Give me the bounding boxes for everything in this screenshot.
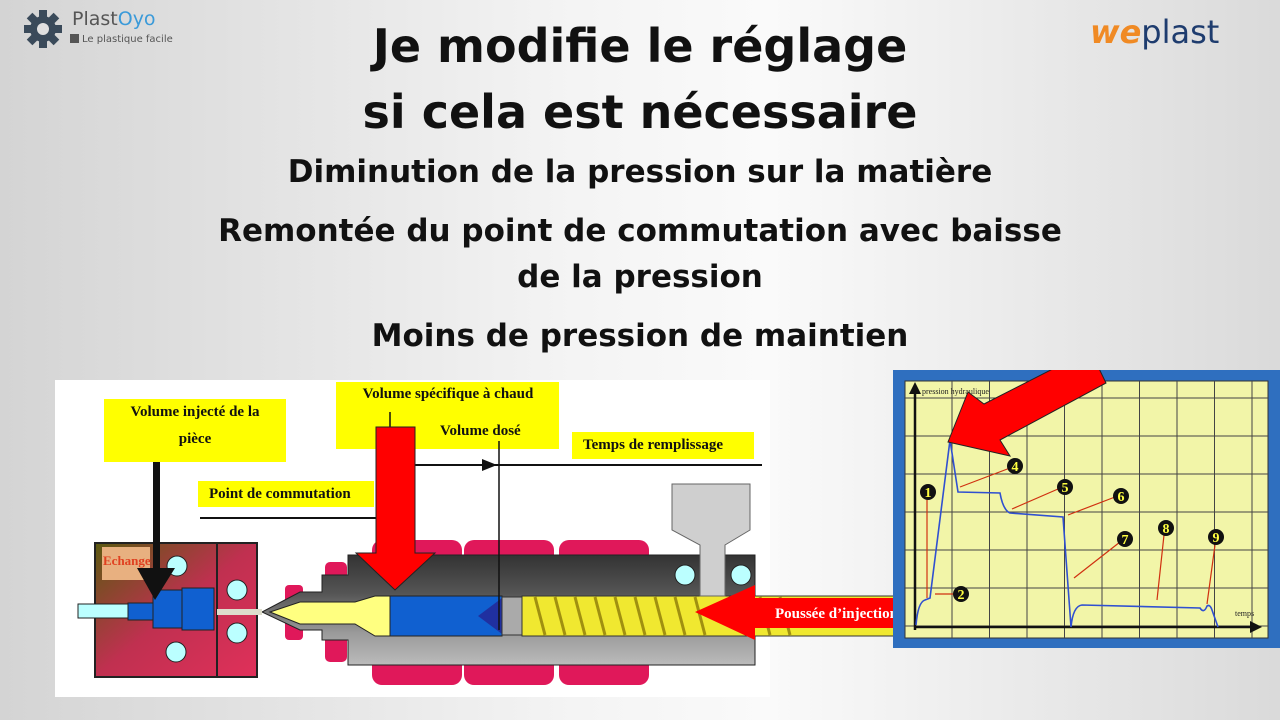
pressure-graph: pression hydraulique temps 1 2 4 5 6 7 8 9 (893, 370, 1280, 648)
bolt (165, 641, 187, 663)
mold-runner (127, 602, 154, 621)
bullet-2-cont: de la pression (517, 259, 763, 295)
bolt (674, 564, 696, 586)
black-arrow-shaft (153, 462, 160, 572)
logo-we: we (1090, 13, 1142, 51)
ejector (77, 603, 129, 619)
y-axis-label: pression hydraulique (922, 387, 989, 396)
logo-name-part1: Plast (72, 8, 118, 30)
marker-2: 2 (958, 588, 965, 603)
sprue (217, 609, 262, 615)
marker-1: 1 (925, 486, 932, 501)
check-ring-tip (478, 598, 502, 634)
bullet-2: Remontée du point de commutation avec ba… (218, 213, 1062, 249)
marker-5-badge (1057, 479, 1073, 495)
gear-icon (24, 10, 62, 48)
volume-specifique-label: Volume spécifique à chaud (363, 386, 534, 402)
marker-7: 7 (1122, 533, 1129, 548)
marker-8: 8 (1163, 522, 1170, 537)
marker-1-badge (920, 484, 936, 500)
marker-9-badge (1208, 529, 1224, 545)
marker-8-badge (1158, 520, 1174, 536)
check-ring (501, 596, 523, 636)
marker-9: 9 (1213, 531, 1220, 546)
logo-tagline: Le plastique facile (82, 34, 173, 45)
marker-2-badge (953, 586, 969, 602)
volume-injecte-label-2: pièce (179, 431, 212, 447)
temps-remplissage-label: Temps de remplissage (583, 437, 723, 453)
red-pointer-arrow (947, 370, 1107, 457)
marker-7-badge (1117, 531, 1133, 547)
point-commutation-label: Point de commutation (209, 486, 351, 502)
slide-title-line1: Je modifie le réglage (372, 19, 908, 73)
weplast-logo: weplast (1090, 12, 1219, 52)
mold-cavity (181, 587, 215, 631)
marker-4-badge (1007, 458, 1023, 474)
point-commutation-box (198, 481, 374, 507)
red-down-arrow (354, 426, 437, 591)
bolt (226, 622, 248, 644)
marker-5: 5 (1062, 481, 1069, 496)
volume-injecte-label: Volume injecté de la (130, 404, 260, 420)
remplissage-arrowhead (482, 459, 497, 471)
bullet-3: Moins de pression de maintien (371, 318, 909, 354)
bolt (226, 579, 248, 601)
checkbox-icon (70, 34, 79, 43)
logo-name-part2: Oyo (117, 8, 156, 30)
temps-remplissage-box (572, 432, 754, 459)
bolt (730, 564, 752, 586)
x-axis-arrowhead (1250, 621, 1262, 633)
injection-push-arrow (695, 585, 895, 640)
marker-4: 4 (1012, 460, 1019, 475)
mold-part (152, 589, 184, 629)
slide-title-line2: si cela est nécessaire (362, 85, 918, 139)
hopper (671, 483, 751, 597)
volume-dose-label: Volume dosé (440, 423, 521, 439)
graph-markers: 1 2 4 5 6 7 8 9 (920, 458, 1224, 603)
marker-6: 6 (1118, 490, 1125, 505)
injection-unit-diagram: Echange Volume injecté de la pièce Point… (77, 382, 899, 685)
y-axis-arrowhead (909, 382, 921, 394)
black-arrow (137, 568, 175, 600)
marker-6-badge (1113, 488, 1129, 504)
bullet-1: Diminution de la pression sur la matière (287, 154, 993, 190)
marker-pointers (926, 467, 1216, 605)
poussee-label: Poussée d’injection (775, 606, 899, 622)
logo-plast: plast (1141, 13, 1220, 51)
volume-specifique-box (336, 382, 559, 449)
pressure-curve (915, 439, 1219, 628)
volume-injecte-box (104, 399, 286, 462)
x-axis-label: temps (1235, 609, 1254, 618)
plastoyo-logo: PlastOyo Le plastique facile (20, 8, 220, 50)
echange-label: Echange (103, 553, 151, 568)
